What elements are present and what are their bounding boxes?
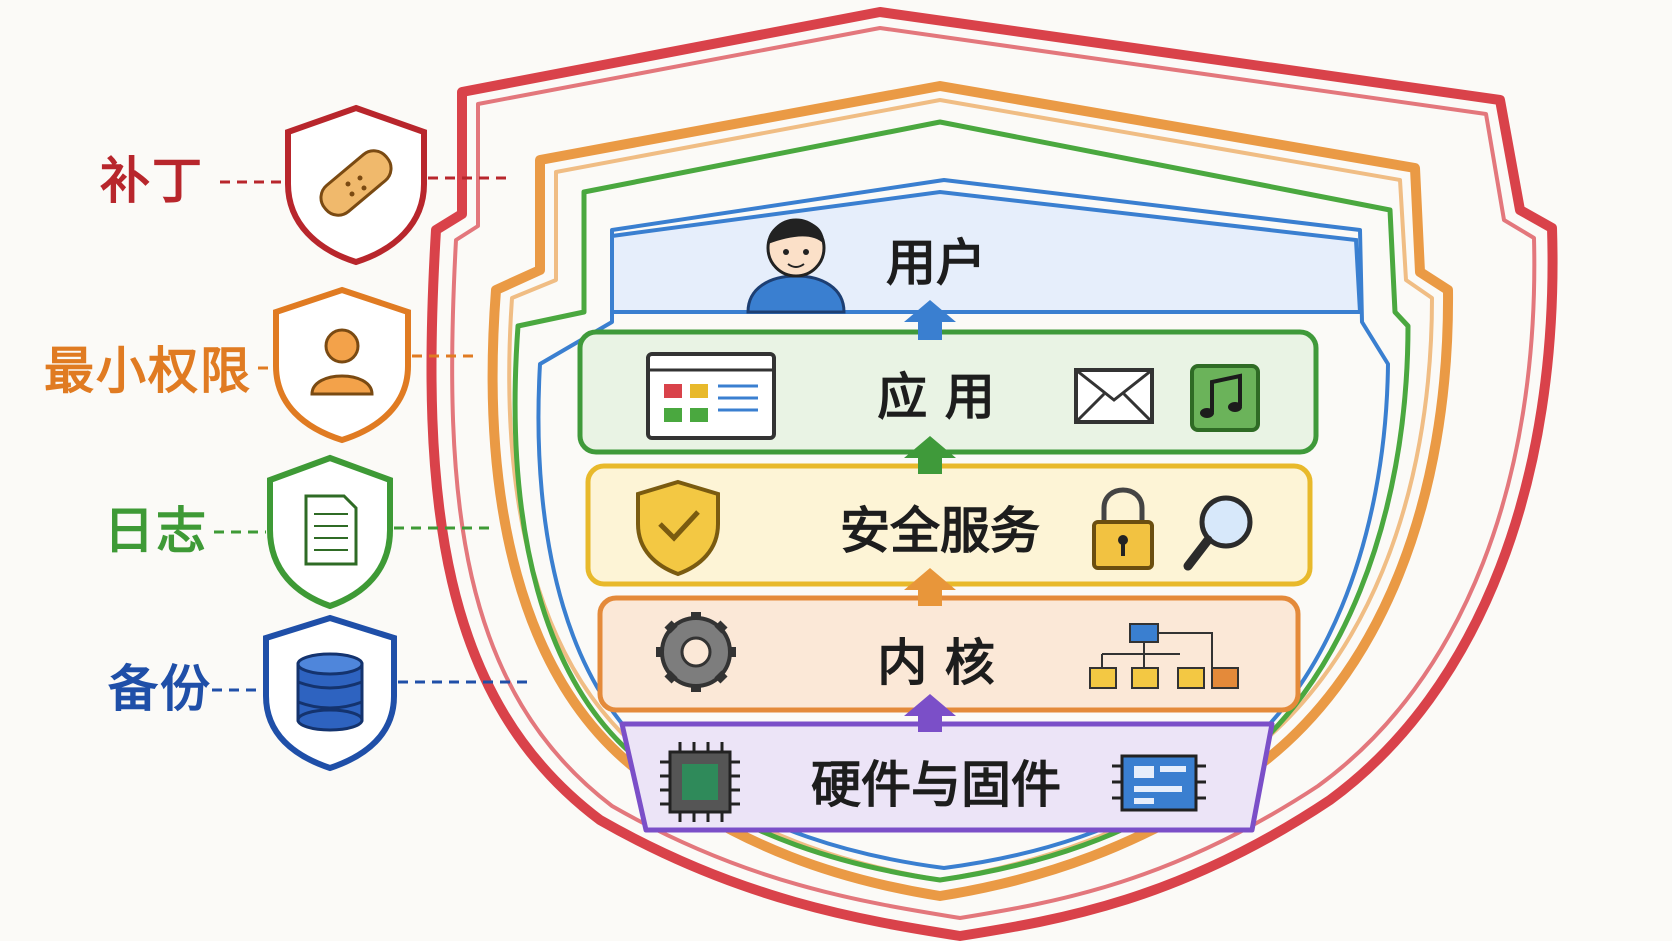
layer-hardware-band: [619, 721, 1275, 833]
gear-icon: [656, 612, 736, 692]
layer-label-application: 应 用: [877, 368, 995, 426]
middle-ring: [487, 81, 1454, 901]
document-icon: [304, 494, 358, 566]
layer-arrows: [904, 300, 956, 732]
bandage-icon: [319, 149, 393, 217]
arrow-app-to-user: [904, 300, 956, 340]
side-shield-backup: [263, 614, 397, 772]
magnifier-icon: [1183, 495, 1253, 571]
side-shield-patch: [285, 104, 427, 266]
label-least-privilege: 最小权限: [44, 342, 252, 400]
layer-hardware: [619, 721, 1275, 833]
layer-label-hardware: 硬件与固件: [811, 756, 1061, 814]
tree-icon: [1089, 623, 1239, 689]
dashed-connectors: [212, 176, 528, 692]
arrow-kernel-to-security: [904, 568, 956, 606]
circuit-board-icon: [1112, 754, 1206, 812]
user-icon: [310, 328, 374, 396]
layer-user: [610, 189, 1363, 314]
outer-ring: [426, 7, 1558, 941]
padlock-icon: [1092, 487, 1154, 570]
layer-label-security-services: 安全服务: [840, 502, 1040, 560]
arrow-hardware-to-kernel: [904, 694, 956, 732]
chip-icon: [660, 742, 740, 822]
side-shield-log: [267, 454, 393, 610]
label-backup: 备份: [108, 660, 212, 718]
outer-ring-inner-stroke: [450, 26, 1537, 920]
shield-rings: [426, 7, 1558, 941]
layer-user-band: [610, 189, 1363, 314]
layer-kernel-band: [597, 595, 1301, 713]
person-icon: [746, 218, 846, 314]
layer-label-kernel: 内 核: [877, 634, 995, 692]
inner-ring: [512, 119, 1411, 883]
database-icon: [296, 652, 364, 732]
music-icon: [1190, 364, 1260, 432]
side-shield-least-privilege: [273, 286, 411, 444]
layer-label-user: 用户: [886, 234, 986, 292]
label-log: 日志: [104, 502, 208, 560]
app-window-icon: [646, 352, 776, 440]
layer-kernel: [597, 595, 1301, 713]
mail-icon: [1074, 368, 1154, 424]
label-patch: 补丁: [100, 152, 204, 210]
shield-check-icon: [636, 479, 720, 577]
core-ring: [536, 178, 1390, 870]
arrow-security-to-app: [904, 436, 956, 474]
